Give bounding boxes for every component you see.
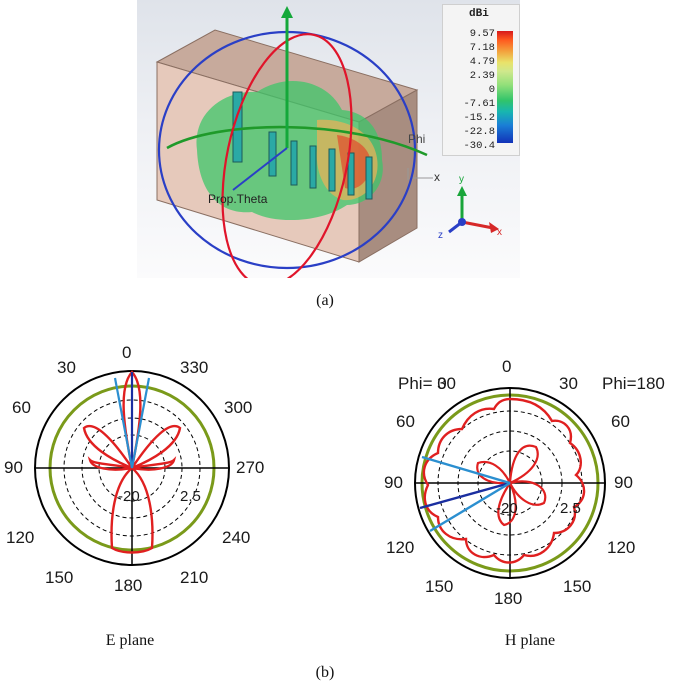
legend-tick: -30.4 [463, 140, 495, 152]
h-plane-polar-plot [414, 387, 606, 579]
h-phi-left: Phi= 0 [398, 374, 447, 393]
h-radial-label-max: 2.5 [560, 500, 581, 517]
radiation-pattern-trace [422, 397, 586, 564]
legend-color-bar [497, 31, 513, 143]
h-angle-90-right: 90 [614, 473, 633, 492]
h-plane-title: H plane [504, 632, 556, 649]
h-angle-0: 0 [502, 357, 512, 376]
legend-tick: -15.2 [463, 112, 495, 124]
inner-lobes-trace [476, 444, 547, 527]
beamwidth-line-lower [429, 481, 511, 533]
legend-tick: -22.8 [463, 126, 495, 138]
e-angle-210: 210 [180, 568, 209, 587]
e-angle-330: 330 [180, 358, 209, 377]
h-angle-120-left: 120 [386, 538, 415, 557]
e-angle-90: 90 [4, 458, 23, 477]
3d-scene [155, 6, 499, 278]
color-scale-legend: dBi 9.57 7.18 4.79 2.39 0 -7.61 -15.2 -2… [442, 4, 520, 156]
h-angle-150-right: 150 [563, 577, 592, 596]
main-lobe-direction [419, 481, 511, 510]
h-angle-60-right: 60 [611, 412, 630, 431]
h-angle-60-left: 60 [396, 412, 415, 431]
legend-unit: dBi [469, 8, 489, 20]
e-angle-150: 150 [45, 568, 74, 587]
h-angle-30-right: 30 [559, 374, 578, 393]
triad-x-label: x [497, 227, 502, 238]
h-angle-150-left: 150 [425, 577, 454, 596]
legend-tick: 2.39 [469, 70, 495, 82]
e-angle-0: 0 [122, 343, 132, 362]
h-angle-90-left: 90 [384, 473, 403, 492]
e-plane-polar-plot [34, 370, 230, 566]
beamwidth-line-right [130, 377, 151, 469]
beamwidth-line-upper [421, 455, 511, 485]
h-angle-180: 180 [494, 589, 523, 608]
e-angle-270: 270 [236, 458, 265, 477]
e-angle-120: 120 [6, 528, 35, 547]
prop-theta-label: Prop.Theta [208, 192, 268, 206]
h-radial-label-min: -20 [496, 500, 518, 517]
h-angle-30-left: 30 [437, 374, 456, 393]
e-angle-30: 30 [57, 358, 76, 377]
h-angle-120-right: 120 [607, 538, 636, 557]
legend-tick: -7.61 [463, 98, 495, 110]
e-radial-label-min: -20 [118, 488, 140, 505]
caption-b: (b) [315, 664, 335, 681]
e-angle-300: 300 [224, 398, 253, 417]
legend-tick: 9.57 [469, 28, 495, 40]
e-radial-label-max: 2.5 [180, 488, 201, 505]
legend-tick: 4.79 [469, 56, 495, 68]
e-angle-60: 60 [12, 398, 31, 417]
legend-tick: 0 [488, 84, 495, 96]
e-angle-180: 180 [114, 576, 143, 595]
phi-label: Phi [408, 132, 426, 146]
triad-z-label: z [438, 230, 443, 241]
e-plane-title: E plane [105, 632, 155, 649]
triad-y-label: y [459, 174, 464, 185]
h-phi-right: Phi=180 [602, 374, 665, 393]
beamwidth-line-left [113, 377, 134, 469]
legend-tick: 7.18 [469, 42, 495, 54]
e-angle-240: 240 [222, 528, 251, 547]
x-axis-mark: x [434, 170, 440, 184]
caption-a: (a) [316, 292, 334, 309]
